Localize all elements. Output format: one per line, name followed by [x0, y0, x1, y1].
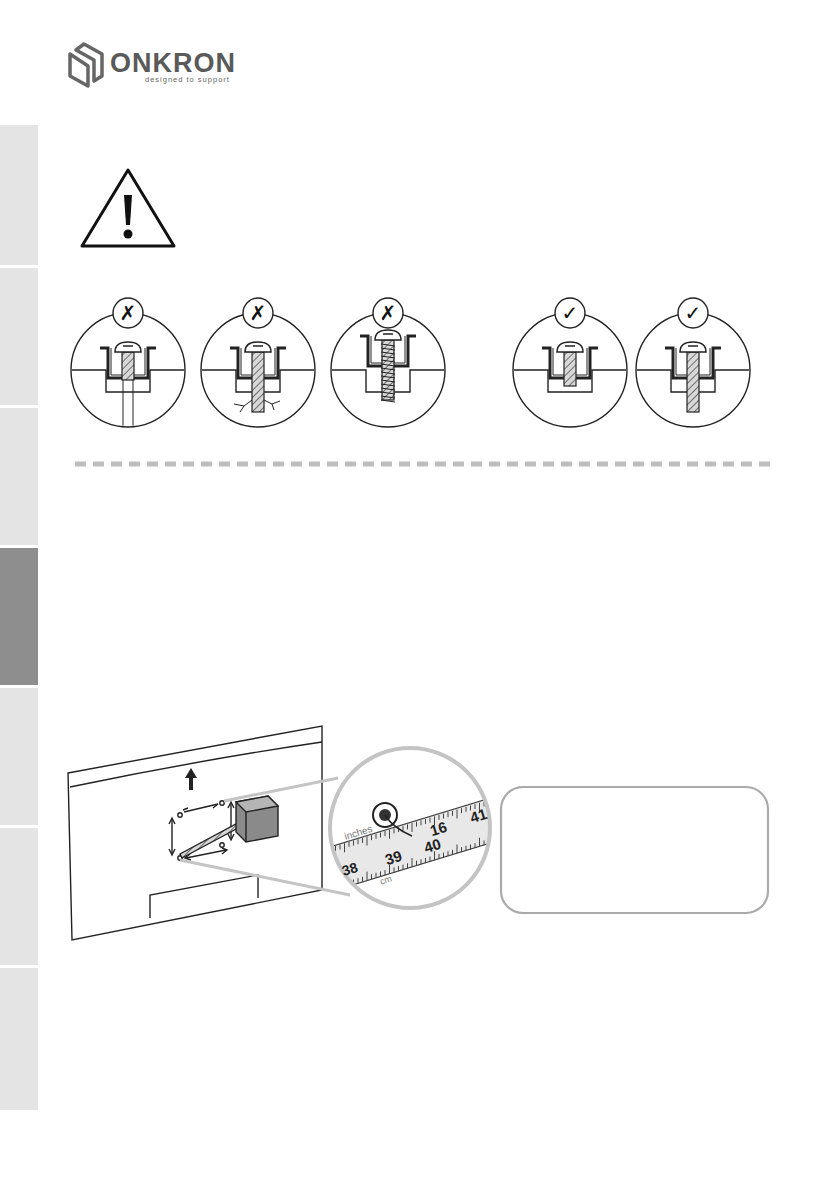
warning-triangle — [82, 170, 174, 246]
dashed-separator — [75, 462, 772, 467]
status-mark: ✓ — [562, 303, 579, 323]
screw-detail — [633, 298, 753, 427]
status-mark: ✗ — [250, 303, 267, 323]
screw-detail — [198, 298, 318, 427]
screw-detail — [510, 298, 630, 427]
info-box — [501, 787, 768, 913]
tape-scale-label: 41 — [468, 805, 488, 824]
brand-slogan: designed to support — [145, 76, 230, 84]
status-mark: ✓ — [685, 303, 702, 323]
logo-icon — [70, 44, 102, 86]
status-mark: ✗ — [120, 303, 137, 323]
screw-detail — [68, 298, 188, 430]
tape-scale-label: 40 — [422, 835, 442, 854]
tv-back — [68, 726, 322, 940]
screw-detail — [328, 298, 448, 427]
tape-scale-label: 39 — [383, 847, 403, 866]
tape-scale-label: 38 — [340, 860, 359, 878]
side-tabs — [0, 125, 38, 1110]
magnifier — [180, 748, 500, 908]
brand-name: ONKRON — [110, 50, 236, 77]
status-mark: ✗ — [380, 303, 397, 323]
